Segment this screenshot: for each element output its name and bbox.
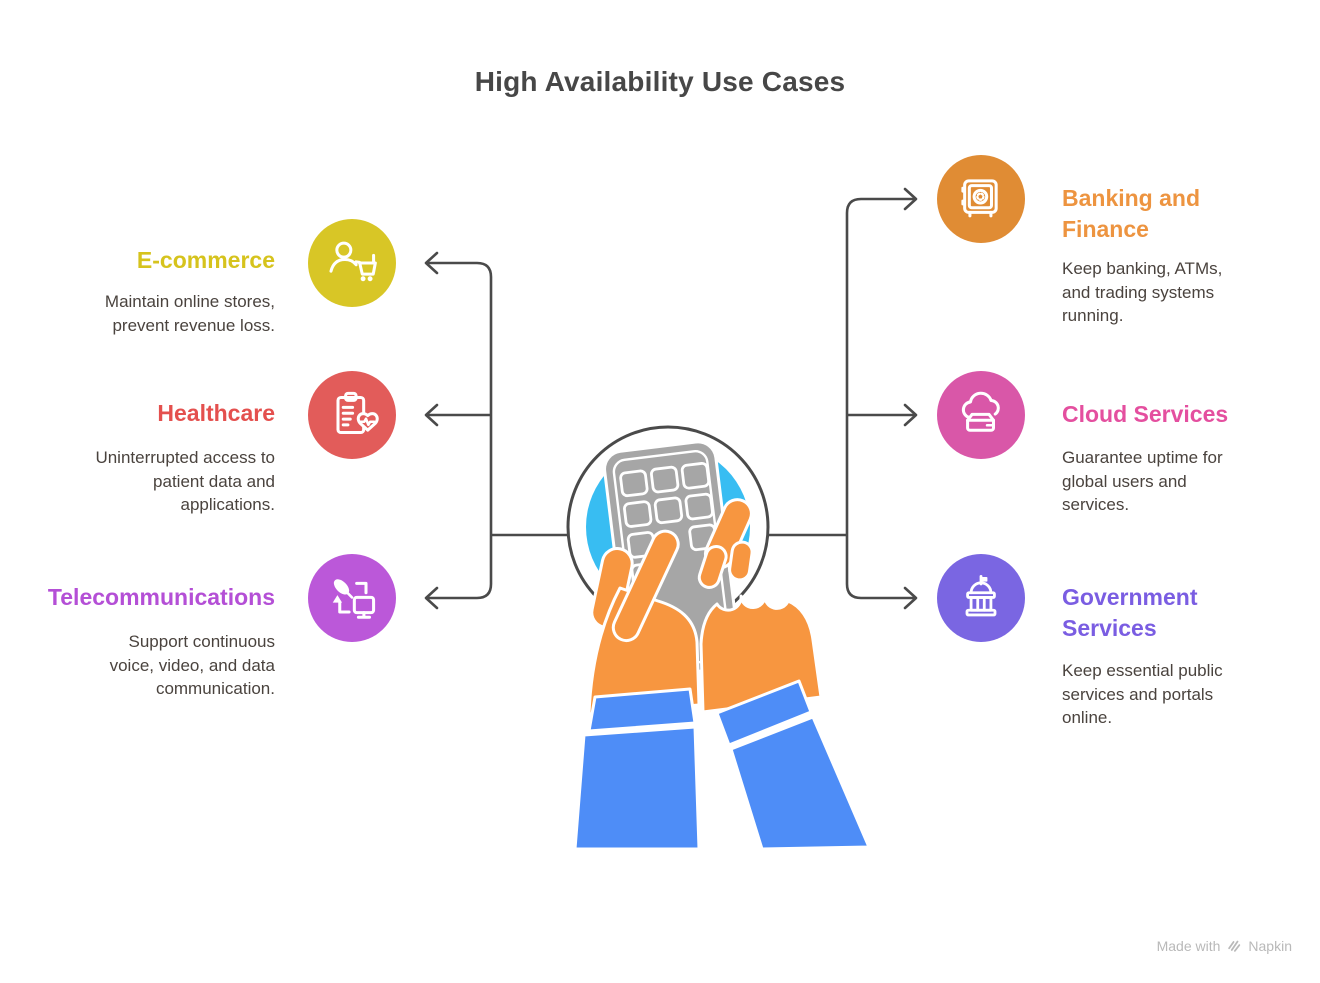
arrowhead-cloud (903, 403, 918, 427)
arrowhead-government (903, 586, 918, 610)
cloud-title: Cloud Services (1062, 401, 1229, 427)
telecommunications-description: Support continuous voice, video, and dat… (109, 632, 275, 698)
center-illustration (566, 425, 871, 851)
right-cuff (715, 679, 813, 747)
telecommunications-icon-circle (308, 554, 396, 642)
cloud-icon-circle (937, 371, 1025, 459)
telecommunications-title: Telecommunications (47, 584, 275, 610)
government-icon-circle (937, 554, 1025, 642)
government-building-icon (965, 575, 997, 617)
left-arm (573, 725, 701, 851)
healthcare-description: Uninterrupted access to patient data and… (95, 448, 275, 514)
banking-icon-circle (937, 155, 1025, 243)
cloud-description: Guarantee uptime for global users and se… (1062, 448, 1223, 514)
government-title: Government Services (1062, 584, 1198, 641)
sleeves (573, 679, 871, 851)
healthcare-icon-circle (308, 371, 396, 459)
clipboard-heart-icon (336, 391, 379, 435)
right-arm (729, 715, 871, 851)
arrowhead-banking (903, 187, 918, 211)
page-title: High Availability Use Cases (474, 66, 846, 97)
right-fingertip-1 (697, 544, 728, 589)
right-index-finger (611, 529, 680, 643)
arrowhead-telecommunications (424, 586, 439, 610)
left-cuff (587, 687, 697, 733)
banking-description: Keep banking, ATMs, and trading systems … (1062, 259, 1223, 325)
cloud-storage-icon (961, 391, 1000, 432)
napkin-logo-icon (1228, 940, 1241, 952)
satellite-monitor-icon (332, 579, 376, 619)
right-fingertip-2 (728, 540, 754, 582)
healthcare-title: Healthcare (157, 400, 275, 426)
ecommerce-description: Maintain online stores, prevent revenue … (104, 292, 275, 335)
government-description: Keep essential public services and porta… (1062, 661, 1223, 727)
ecommerce-icon-circle (308, 219, 396, 307)
arrowhead-ecommerce (424, 251, 439, 275)
connector-right-trunk (766, 197, 917, 600)
safe-icon (961, 179, 998, 218)
banking-title: Banking and Finance (1062, 185, 1201, 242)
made-with-napkin-badge: Made with Napkin (1157, 938, 1292, 954)
napkin-brand-label: Napkin (1248, 938, 1292, 954)
ecommerce-title: E-commerce (136, 247, 275, 273)
connector-lines (424, 187, 918, 610)
arrowhead-healthcare (424, 403, 439, 427)
made-with-label: Made with (1156, 938, 1221, 954)
person-cart-icon (329, 241, 377, 282)
connector-left-trunk (425, 261, 570, 600)
